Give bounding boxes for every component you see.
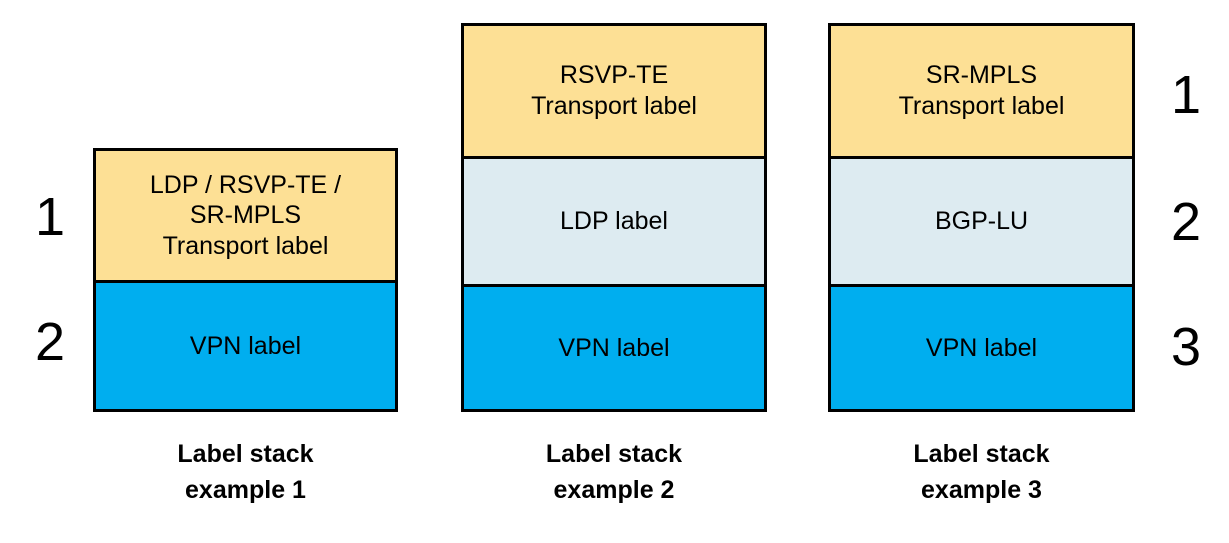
segment-transport-label-stack-3: SR-MPLS Transport label bbox=[831, 26, 1132, 156]
ordinal-1-stack-1: 1 bbox=[34, 187, 66, 247]
caption-stack-3: Label stack example 3 bbox=[913, 440, 1050, 504]
caption-stack-2: Label stack example 2 bbox=[545, 440, 683, 504]
ordinal-2-stack-1: 2 bbox=[34, 312, 66, 372]
label-stack-example-2: RSVP-TE Transport label LDP label VPN la… bbox=[461, 23, 767, 412]
ordinal-2-stack-3: 2 bbox=[1170, 192, 1202, 252]
segment-vpn-label-stack-1: VPN label bbox=[96, 279, 395, 409]
segment-transport-label-stack-1: LDP / RSVP-TE / SR-MPLS Transport label bbox=[96, 151, 395, 280]
caption-stack-1: Label stack example 1 bbox=[177, 440, 314, 504]
segment-vpn-label-stack-3: VPN label bbox=[831, 283, 1132, 410]
segment-ldp-label-stack-2: LDP label bbox=[464, 155, 764, 284]
ordinal-1-stack-3: 1 bbox=[1170, 65, 1202, 125]
label-stack-example-1: LDP / RSVP-TE / SR-MPLS Transport label … bbox=[93, 148, 398, 412]
segment-bgp-lu-label-stack-3: BGP-LU bbox=[831, 155, 1132, 284]
ordinal-3-stack-3: 3 bbox=[1170, 317, 1202, 377]
segment-transport-label-stack-2: RSVP-TE Transport label bbox=[464, 26, 764, 156]
segment-vpn-label-stack-2: VPN label bbox=[464, 283, 764, 410]
label-stack-example-3: SR-MPLS Transport label BGP-LU VPN label bbox=[828, 23, 1135, 412]
